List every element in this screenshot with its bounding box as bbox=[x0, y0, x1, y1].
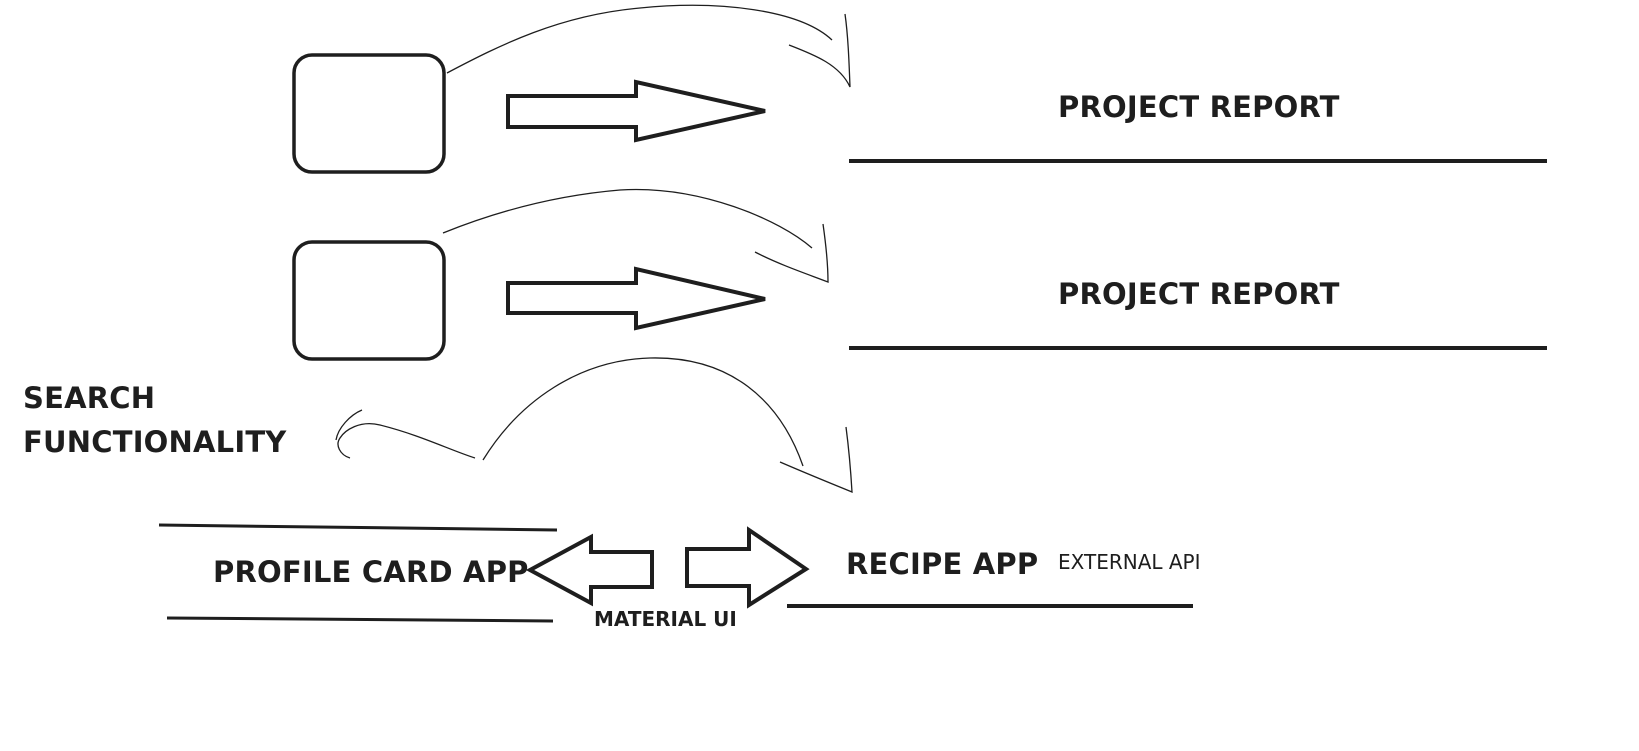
curve-3-hook bbox=[779, 426, 853, 493]
material-ui-label: MATERIAL UI bbox=[594, 607, 737, 631]
arrow-right-1 bbox=[506, 79, 766, 143]
project-report-label-1: PROJECT REPORT bbox=[1058, 90, 1340, 124]
project-report-label-2: PROJECT REPORT bbox=[1058, 277, 1340, 311]
profile-card-app-label: PROFILE CARD APP bbox=[213, 555, 529, 589]
curve-2-hook bbox=[754, 223, 829, 283]
curve-2 bbox=[442, 188, 813, 249]
external-api-label: EXTERNAL API bbox=[1058, 550, 1201, 574]
profile-bottom-line bbox=[166, 616, 554, 623]
curve-3-left bbox=[335, 409, 476, 459]
curve-1-hook bbox=[788, 13, 851, 88]
box-2 bbox=[292, 240, 446, 361]
arrow-right-3 bbox=[685, 526, 810, 609]
arrow-right-2 bbox=[506, 266, 766, 331]
profile-top-line bbox=[158, 523, 558, 532]
curve-1 bbox=[446, 4, 833, 74]
search-functionality-line-1: SEARCH bbox=[23, 381, 156, 415]
box-1 bbox=[292, 53, 446, 174]
recipe-app-label: RECIPE APP bbox=[846, 547, 1039, 581]
curve-3 bbox=[482, 357, 804, 467]
search-functionality-line-2: FUNCTIONALITY bbox=[23, 425, 287, 459]
arrow-left bbox=[525, 533, 654, 607]
